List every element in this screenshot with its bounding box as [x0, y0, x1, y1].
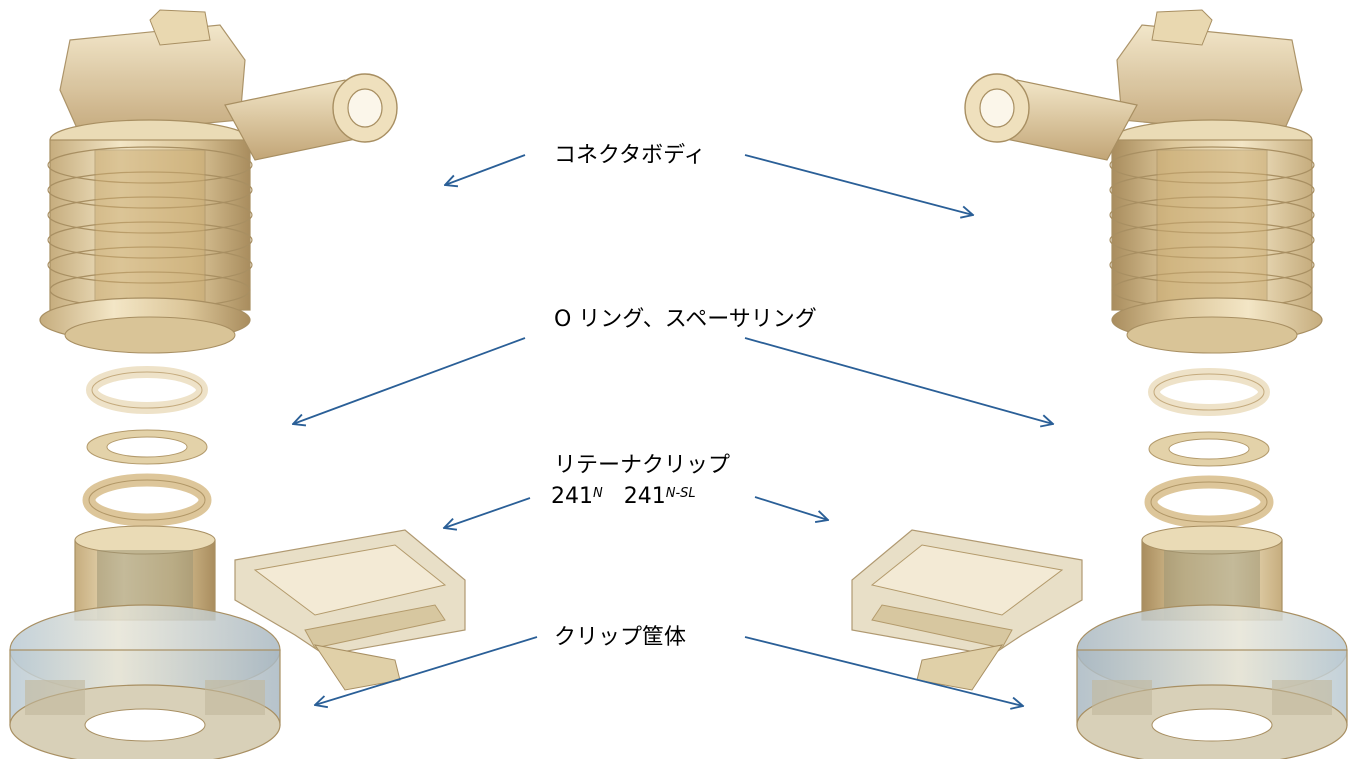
- left-connector-assembly: [9, 9, 466, 759]
- arrow-connector-body-right: [744, 154, 973, 215]
- label-retainer-clip: リテーナクリップ: [554, 453, 731, 478]
- arrow-o-ring-right: [744, 337, 1053, 424]
- label-clip-housing: クリップ筐体: [554, 625, 687, 650]
- label-connector-body: コネクタボディ: [554, 143, 706, 168]
- variant-a-suffix: N: [593, 486, 603, 501]
- arrow-connector-body-left: [445, 154, 526, 185]
- arrow-o-ring-left: [293, 337, 526, 424]
- arrow-retainer-clip-right: [754, 496, 828, 520]
- variant-a-number: 241: [551, 484, 593, 509]
- variant-b-number: 241: [623, 484, 666, 509]
- variant-b-suffix: N-SL: [665, 486, 696, 501]
- label-retainer-variants: 241N 241N-SL: [551, 484, 696, 510]
- arrow-clip-housing-left: [315, 636, 538, 705]
- label-o-ring-spacer: O リング、スペーサリング: [554, 307, 817, 332]
- arrow-clip-housing-right: [744, 636, 1023, 706]
- arrow-retainer-clip-left: [444, 497, 531, 528]
- right-connector-assembly: [851, 9, 1348, 759]
